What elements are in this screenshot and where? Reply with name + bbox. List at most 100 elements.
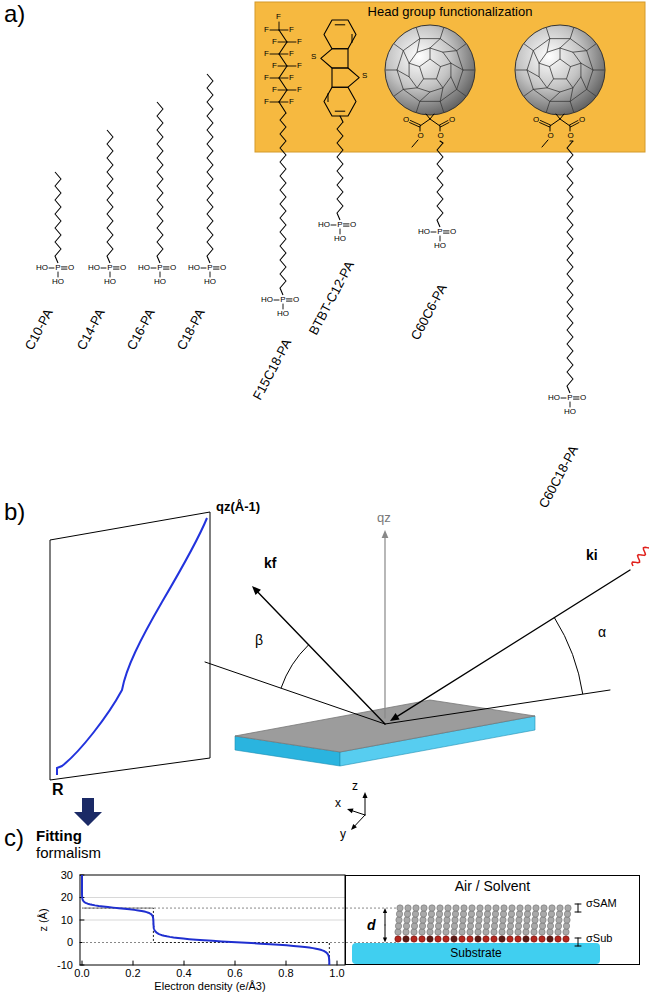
sam-atom: [413, 905, 419, 911]
atom-symbol: HO: [52, 278, 64, 286]
aromatic-ring: [324, 20, 356, 49]
aromatic-ring: [324, 87, 356, 116]
sam-atom: [403, 923, 409, 929]
double-bond: [540, 120, 550, 125]
anchor-atom: [491, 936, 497, 942]
sam-atom: [501, 905, 507, 911]
atom-symbol: O: [548, 132, 554, 140]
sam-atom: [533, 905, 539, 911]
atom-symbol: O: [120, 264, 126, 272]
sam-atom: [467, 923, 473, 929]
anchor-atom: [443, 936, 449, 942]
sam-atom: [508, 917, 514, 923]
sam-atom: [524, 917, 530, 923]
roughness-label: σSAM: [586, 898, 617, 909]
anchor-atom: [539, 936, 545, 942]
tick-mark: [82, 961, 83, 965]
atom-symbol: F: [289, 98, 294, 106]
double-bond: [571, 122, 580, 127]
atom-symbol: F: [289, 26, 294, 34]
double-bond: [410, 120, 420, 125]
sam-atom: [405, 905, 411, 911]
bond-line: [550, 126, 551, 131]
tick-label: 0: [67, 937, 73, 948]
sam-atom: [515, 923, 521, 929]
anchor-atom: [451, 936, 457, 942]
bond-line: [570, 402, 571, 407]
atom-symbol: O: [350, 221, 356, 229]
anchor-atom: [411, 936, 417, 942]
panel-letter: c): [4, 826, 24, 850]
sam-atom: [516, 917, 522, 923]
fullerene-bond: [539, 48, 581, 92]
tick-label: 0.4: [176, 968, 191, 979]
tick-label: 10: [61, 915, 73, 926]
atom-symbol: S: [311, 53, 316, 61]
fullerene-bond: [417, 39, 420, 53]
tick-mark: [184, 961, 185, 965]
sam-atom: [547, 929, 553, 935]
atom-symbol: F: [289, 50, 294, 58]
axis-name: z: [352, 780, 358, 792]
atom-symbol: O: [438, 132, 444, 140]
sam-atom: [397, 905, 403, 911]
sam-atom: [539, 923, 545, 929]
fullerene-bond: [403, 51, 409, 64]
fullerene-bond: [440, 63, 450, 66]
alkyl-chain: [437, 143, 443, 227]
alkyl-chain: [107, 130, 113, 263]
fullerene-bond: [394, 44, 403, 50]
double-bond: [439, 121, 448, 126]
bond-line: [278, 42, 287, 43]
bond-line: [270, 54, 279, 55]
angle-arc: [281, 645, 309, 688]
atom-symbol: HO: [434, 242, 446, 250]
anchor-atom: [395, 936, 401, 942]
bond-line: [151, 268, 156, 269]
bond-line: [160, 272, 161, 277]
anchor-atom: [507, 936, 513, 942]
sam-atom: [476, 917, 482, 923]
axis-label: qz(Å-1): [216, 500, 260, 513]
fullerene-bond: [436, 79, 442, 88]
bond-line: [287, 90, 296, 91]
ki-vector-head: [390, 713, 400, 721]
sam-atom: [484, 911, 490, 917]
anchor-atom: [403, 936, 409, 942]
sam-atom: [517, 905, 523, 911]
node-text: Substrate: [352, 947, 600, 960]
fullerene-bond: [573, 51, 587, 53]
atom-symbol: O: [568, 132, 574, 140]
sam-atom: [548, 911, 554, 917]
bond-line: [550, 119, 560, 126]
atom-symbol: F: [272, 62, 277, 70]
sam-atom: [540, 917, 546, 923]
double-bond: [62, 266, 68, 267]
substrate-band: Substrate: [352, 943, 600, 964]
fullerene-bond: [560, 48, 561, 59]
alkyl-chain: [55, 172, 61, 263]
fullerene-bond: [593, 70, 604, 71]
fullerene-bond: [457, 89, 466, 95]
bond-line: [570, 140, 573, 141]
bond-line: [287, 42, 296, 43]
tick-mark: [235, 961, 236, 965]
fullerene-bond: [409, 63, 419, 66]
profile-panel: Air / SolventSubstrate: [345, 875, 640, 965]
sam-atom: [483, 923, 489, 929]
fullerene-bond: [547, 39, 550, 53]
sam-atom: [403, 929, 409, 935]
sam-atom: [483, 929, 489, 935]
fullerene-bond: [546, 101, 549, 111]
sam-atom: [460, 917, 466, 923]
tick-label: -10: [57, 960, 73, 971]
bond-line: [270, 102, 279, 103]
molecule-name: C14-PA: [75, 307, 107, 352]
double-bond: [287, 301, 293, 302]
atom-symbol: F: [297, 62, 302, 70]
thickness-arrow: [385, 912, 386, 925]
axis-title: z (Å): [38, 908, 49, 931]
bond-line: [278, 90, 287, 91]
atom-symbol: P: [107, 264, 112, 272]
double-bond: [574, 399, 580, 400]
